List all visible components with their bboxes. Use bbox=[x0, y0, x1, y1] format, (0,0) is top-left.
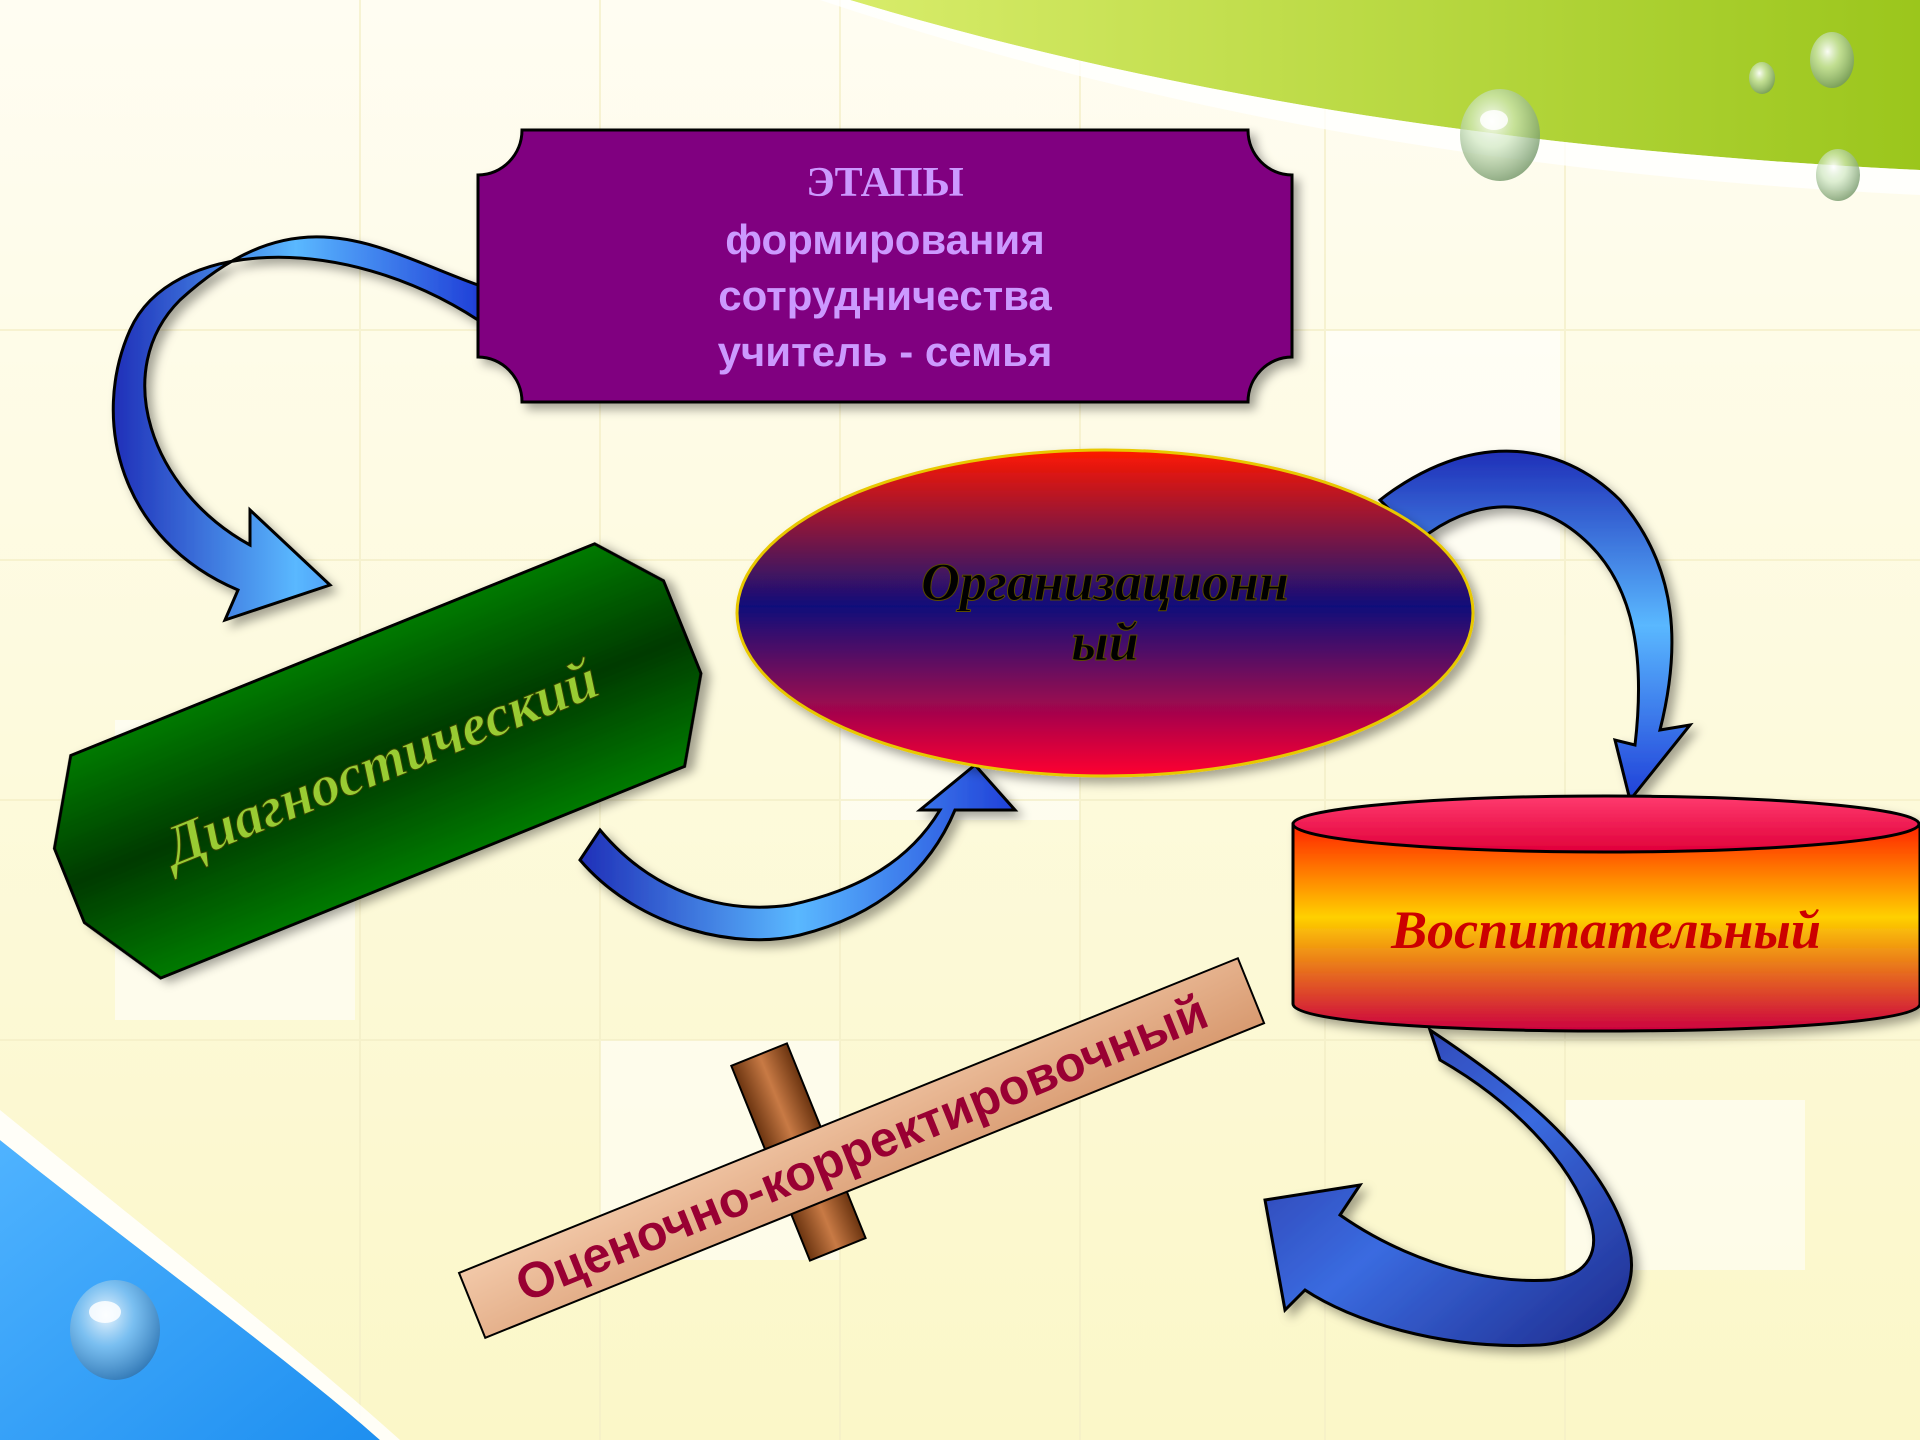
title-line-1: ЭТАПЫ bbox=[806, 160, 964, 206]
arrow-organizational-to-educational bbox=[1377, 449, 1694, 804]
green-corner-band bbox=[850, 0, 1920, 170]
stage-organizational: Организационн ый bbox=[735, 448, 1475, 778]
stage-organizational-label-line-1: Организационн bbox=[921, 552, 1289, 612]
arrow-educational-to-evaluation bbox=[1263, 1026, 1633, 1348]
arrow-diagnostic-to-organizational bbox=[578, 762, 1019, 942]
water-drops bbox=[70, 32, 1860, 1380]
stage-educational bbox=[1291, 794, 1920, 1033]
title-line-4: учитель - семья bbox=[718, 328, 1053, 375]
title-text: ЭТАПЫ формирования сотрудничества учител… bbox=[718, 160, 1053, 375]
arrow-title-to-diagnostic bbox=[111, 235, 480, 623]
stage-organizational-label-line-2: ый bbox=[1071, 612, 1139, 672]
title-line-2: формирования bbox=[725, 216, 1044, 263]
title-line-3: сотрудничества bbox=[718, 272, 1052, 319]
stage-educational-label: Воспитательный bbox=[1390, 900, 1821, 960]
title-plaque bbox=[476, 128, 1294, 404]
